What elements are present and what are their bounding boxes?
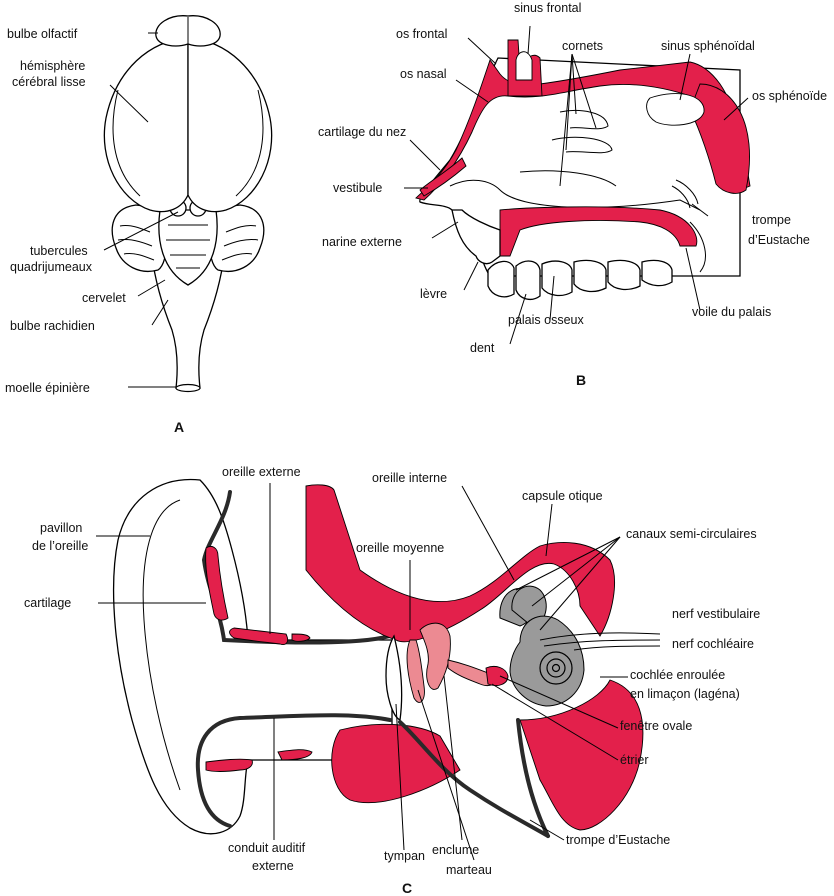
label-vestibule: vestibule xyxy=(333,181,382,195)
label-marteau: marteau xyxy=(446,863,492,877)
label-conduit-line1: conduit auditif xyxy=(228,841,306,855)
label-oreille-interne: oreille interne xyxy=(372,471,447,485)
label-tubercules-line2: quadrijumeaux xyxy=(10,260,93,274)
label-bulbe-rachidien: bulbe rachidien xyxy=(10,319,95,333)
panel-b-nose-drawing xyxy=(416,40,750,299)
label-trompe-eustache: trompe d’Eustache xyxy=(566,833,670,847)
label-cochlee-line1: cochlée enroulée xyxy=(630,668,725,682)
label-trompe-line2: d’Eustache xyxy=(748,233,810,247)
label-cornets: cornets xyxy=(562,39,603,53)
label-palais-osseux: palais osseux xyxy=(508,313,584,327)
panel-a-brain-drawing xyxy=(104,16,271,392)
label-pavillon-line1: pavillon xyxy=(40,521,82,535)
label-cervelet: cervelet xyxy=(82,291,126,305)
label-enclume: enclume xyxy=(432,843,479,857)
label-os-nasal: os nasal xyxy=(400,67,447,81)
panel-letter-b: B xyxy=(576,372,586,388)
label-etrier: étrier xyxy=(620,753,648,767)
panel-letter-a: A xyxy=(174,419,184,435)
label-sinus-frontal: sinus frontal xyxy=(514,1,581,15)
label-moelle-epiniere: moelle épinière xyxy=(5,381,90,395)
label-levre: lèvre xyxy=(420,287,447,301)
label-bulbe-olfactif: bulbe olfactif xyxy=(7,27,78,41)
label-capsule-otique: capsule otique xyxy=(522,489,603,503)
label-pavillon-line2: de l’oreille xyxy=(32,539,88,553)
panel-letter-c: C xyxy=(402,880,412,896)
label-voile-du-palais: voile du palais xyxy=(692,305,771,319)
label-hemisphere-line2: cérébral lisse xyxy=(12,75,86,89)
label-sinus-sphenoidal: sinus sphénoïdal xyxy=(661,39,755,53)
label-dent: dent xyxy=(470,341,495,355)
label-trompe-line1: trompe xyxy=(752,213,791,227)
label-canaux-semi-circulaires: canaux semi-circulaires xyxy=(626,527,757,541)
label-os-frontal: os frontal xyxy=(396,27,447,41)
label-nerf-vestibulaire: nerf vestibulaire xyxy=(672,607,760,621)
label-tympan: tympan xyxy=(384,849,425,863)
label-oreille-externe: oreille externe xyxy=(222,465,301,479)
label-cartilage: cartilage xyxy=(24,596,71,610)
label-hemisphere-line1: hémisphère xyxy=(20,59,85,73)
panel-c-ear-drawing xyxy=(114,480,660,836)
label-oreille-moyenne: oreille moyenne xyxy=(356,541,444,555)
label-fenetre-ovale: fenêtre ovale xyxy=(620,719,692,733)
label-nerf-cochleaire: nerf cochléaire xyxy=(672,637,754,651)
label-cochlee-line2: en limaçon (lagéna) xyxy=(630,687,740,701)
label-os-sphenoide: os sphénoïde xyxy=(752,89,827,103)
label-tubercules-line1: tubercules xyxy=(30,244,88,258)
label-narine-externe: narine externe xyxy=(322,235,402,249)
label-conduit-line2: externe xyxy=(252,859,294,873)
label-cartilage-du-nez: cartilage du nez xyxy=(318,125,406,139)
